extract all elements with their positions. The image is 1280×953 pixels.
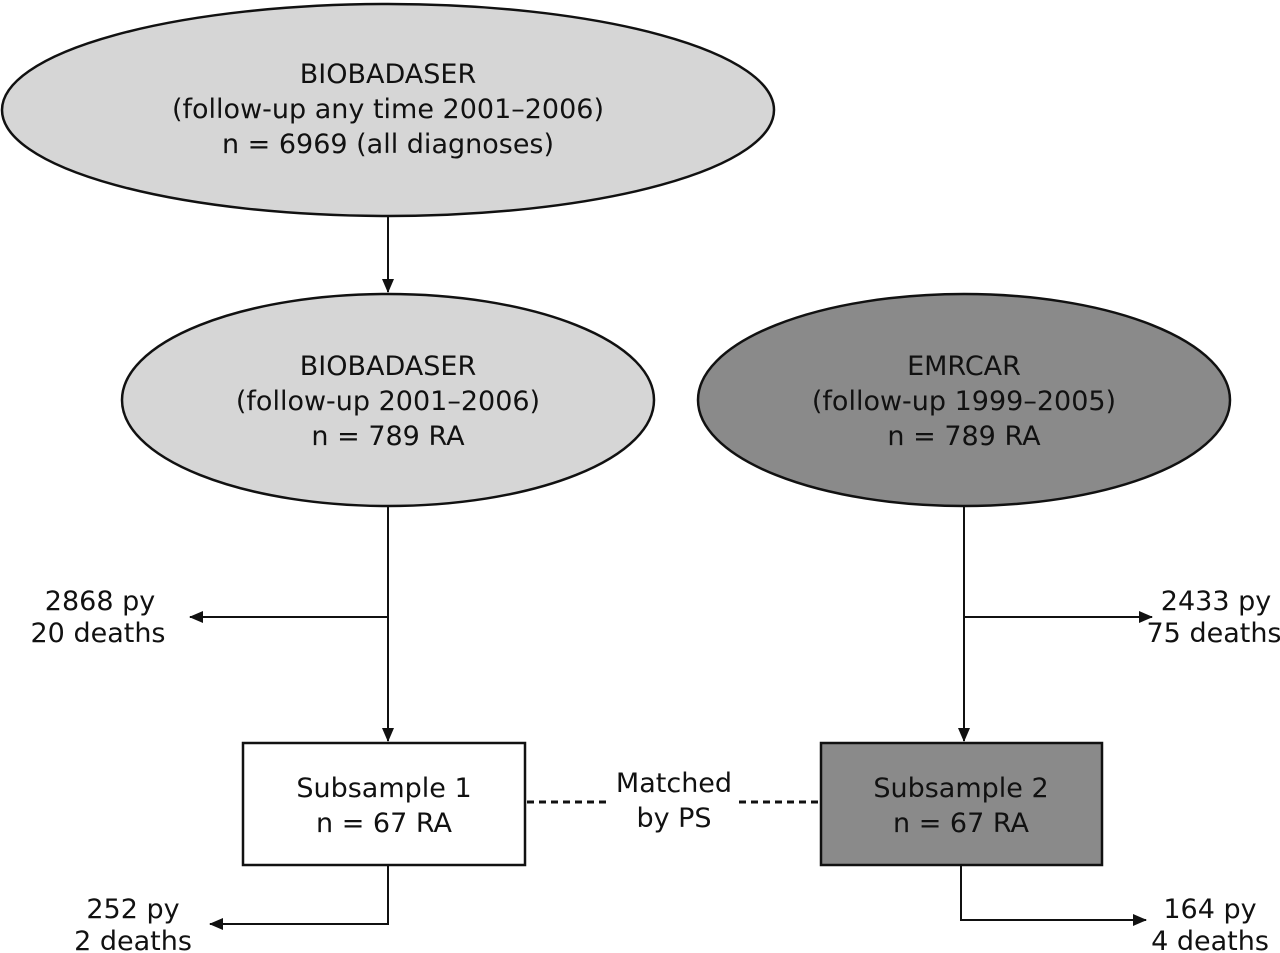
- biobadaser-all-followup: (follow-up any time 2001–2006): [172, 94, 604, 125]
- biobadaser-ra-count: n = 789 RA: [311, 421, 465, 452]
- subsample1-box: [241, 741, 527, 867]
- left-bottom-deaths: 2 deaths: [74, 926, 192, 953]
- subsample2-node: Subsample 2 n = 67 RA: [819, 741, 1104, 867]
- subsample2-box: [819, 741, 1104, 867]
- right-mid-py: 2433 py: [1161, 586, 1271, 617]
- emrcar-title: EMRCAR: [907, 351, 1021, 382]
- arrow-subsample1-outcome: [209, 865, 389, 930]
- right-mid-deaths: 75 deaths: [1147, 618, 1280, 649]
- biobadaser-ra-followup: (follow-up 2001–2006): [236, 386, 540, 417]
- subsample1-node: Subsample 1 n = 67 RA: [241, 741, 527, 867]
- biobadaser-all-node: BIOBADASER (follow-up any time 2001–2006…: [0, 2, 776, 218]
- left-mid-deaths: 20 deaths: [31, 618, 166, 649]
- biobadaser-ra-title: BIOBADASER: [300, 351, 476, 382]
- biobadaser-ra-node: BIOBADASER (follow-up 2001–2006) n = 789…: [120, 292, 656, 508]
- subsample1-count: n = 67 RA: [316, 808, 453, 839]
- right-bottom-deaths: 4 deaths: [1151, 926, 1269, 953]
- emrcar-followup: (follow-up 1999–2005): [812, 386, 1116, 417]
- arrow-subsample2-outcome: [960, 865, 1147, 926]
- emrcar-node: EMRCAR (follow-up 1999–2005) n = 789 RA: [696, 292, 1232, 508]
- left-mid-py: 2868 py: [45, 586, 155, 617]
- left-bottom-py: 252 py: [86, 894, 179, 925]
- right-bottom-py: 164 py: [1163, 894, 1256, 925]
- biobadaser-all-title: BIOBADASER: [300, 59, 476, 90]
- match-label-line1: Matched: [616, 768, 732, 799]
- emrcar-count: n = 789 RA: [887, 421, 1041, 452]
- subsample2-title: Subsample 2: [873, 773, 1048, 804]
- match-label-line2: by PS: [636, 803, 711, 834]
- subsample2-count: n = 67 RA: [893, 808, 1030, 839]
- subsample1-title: Subsample 1: [296, 773, 471, 804]
- biobadaser-all-count: n = 6969 (all diagnoses): [222, 129, 554, 160]
